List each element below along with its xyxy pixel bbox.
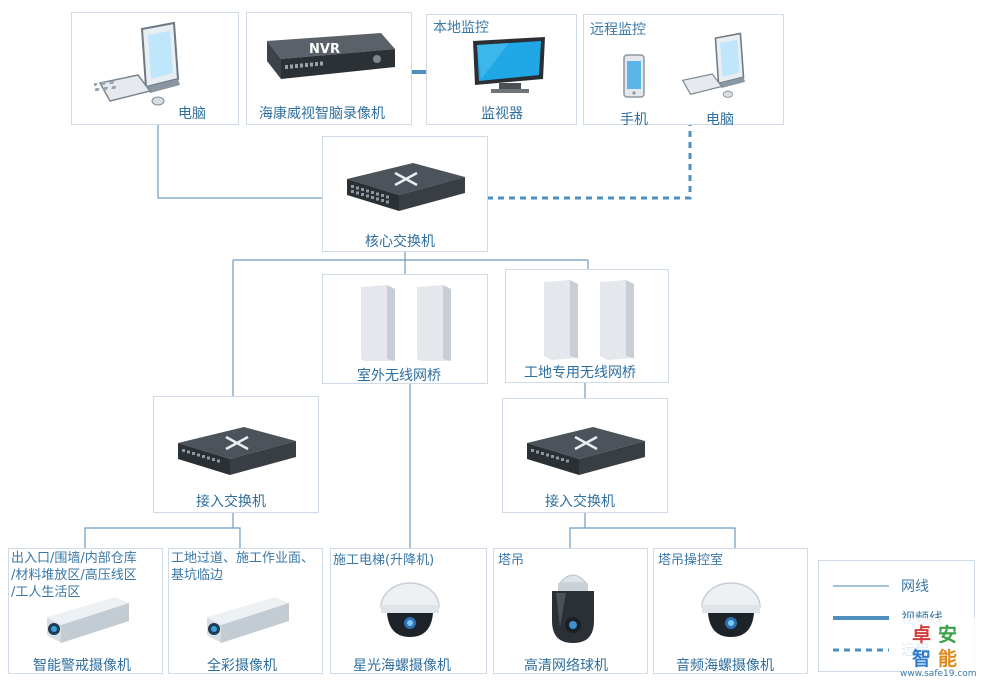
watermark-char: 能: [938, 648, 958, 670]
dome-camera-icon: [380, 582, 440, 637]
left-access-switch-label: 接入交换机: [196, 494, 266, 510]
watermark-char: 卓: [912, 624, 932, 646]
watermark: 卓 安 智 能 www.safe19.com: [900, 618, 982, 682]
core-switch-box: 核心交换机: [322, 136, 488, 252]
wireless-bridge-icon: [361, 285, 451, 361]
remote-title: 远程监控: [590, 22, 646, 38]
watermark-char: 智: [912, 648, 932, 670]
camera-note-line: 塔吊: [498, 553, 525, 568]
camera-note-line: /工人生活区: [11, 585, 81, 600]
core-switch-label: 核心交换机: [365, 234, 435, 250]
camera-label: 智能警戒摄像机: [33, 658, 131, 674]
desktop-computer-icon: [681, 32, 746, 98]
watermark-char: 安: [938, 624, 958, 646]
outdoor-bridge-box: 室外无线网桥: [322, 274, 488, 384]
pc-local-label: 电脑: [178, 106, 206, 122]
nvr-badge: NVR: [309, 42, 340, 57]
remote-box: 远程监控 手机 电脑: [583, 14, 784, 128]
camera-note-line: 出入口/围墙/内部仓库: [11, 551, 137, 566]
smartphone-icon: [623, 54, 645, 98]
nvr-box: NVR 海康威视智脑录像机: [246, 12, 412, 125]
bullet-camera-icon: [47, 597, 129, 643]
camera-box-2: 工地过道、施工作业面、 基坑临边 全彩摄像机: [168, 548, 323, 674]
right-access-switch-box: 接入交换机: [502, 398, 668, 513]
dome-camera-icon: [701, 582, 761, 637]
monitor-label: 监视器: [481, 106, 523, 122]
left-access-switch-box: 接入交换机: [153, 396, 319, 513]
legend-remote-line: [833, 648, 889, 652]
right-access-switch-label: 接入交换机: [545, 494, 615, 510]
legend-network-line: [833, 585, 889, 587]
line-pc-core: [157, 125, 322, 199]
local-monitor-box: 本地监控 监视器: [426, 14, 577, 125]
line-left-bus: [84, 527, 241, 548]
network-switch-icon: [178, 427, 296, 475]
wireless-bridge-icon: [544, 280, 634, 360]
monitor-icon: [473, 37, 545, 93]
camera-box-5: 塔吊操控室 音频海螺摄像机: [653, 548, 808, 674]
line-right-bus: [569, 527, 736, 548]
site-bridge-label: 工地专用无线网桥: [524, 365, 636, 381]
camera-note-line: 工地过道、施工作业面、: [171, 551, 315, 566]
camera-label: 全彩摄像机: [207, 658, 277, 674]
network-switch-icon: [347, 163, 465, 211]
camera-note-line: 塔吊操控室: [658, 553, 724, 568]
camera-label: 星光海螺摄像机: [353, 658, 451, 674]
outdoor-bridge-label: 室外无线网桥: [357, 368, 441, 384]
camera-label: 音频海螺摄像机: [676, 658, 774, 674]
camera-note-line: 基坑临边: [171, 568, 224, 583]
legend-network-label: 网线: [901, 579, 929, 595]
nvr-icon: NVR: [267, 33, 395, 79]
camera-note-line: /材料堆放区/高压线区: [11, 568, 137, 583]
desktop-computer-icon: [94, 21, 180, 106]
pc-local-box: 电脑: [71, 12, 239, 125]
phone-label: 手机: [620, 112, 648, 128]
camera-label: 高清网络球机: [524, 658, 608, 674]
watermark-site: www.safe19.com: [900, 669, 977, 679]
ptz-dome-camera-icon: [552, 574, 594, 643]
camera-box-3: 施工电梯(升降机) 星光海螺摄像机: [330, 548, 487, 674]
nvr-label: 海康威视智脑录像机: [259, 106, 385, 122]
network-switch-icon: [527, 427, 645, 475]
camera-note-line: 施工电梯(升降机): [333, 553, 435, 568]
local-monitor-title: 本地监控: [433, 20, 489, 36]
camera-box-1: 出入口/围墙/内部仓库 /材料堆放区/高压线区 /工人生活区 智能警戒摄像机: [8, 548, 163, 674]
line-remote: [487, 125, 692, 200]
bullet-camera-icon: [207, 597, 289, 643]
site-bridge-box: 工地专用无线网桥: [505, 269, 669, 383]
camera-box-4: 塔吊 高清网络球机: [493, 548, 648, 674]
legend-video-line: [833, 616, 889, 620]
pc-remote-label: 电脑: [706, 112, 734, 128]
